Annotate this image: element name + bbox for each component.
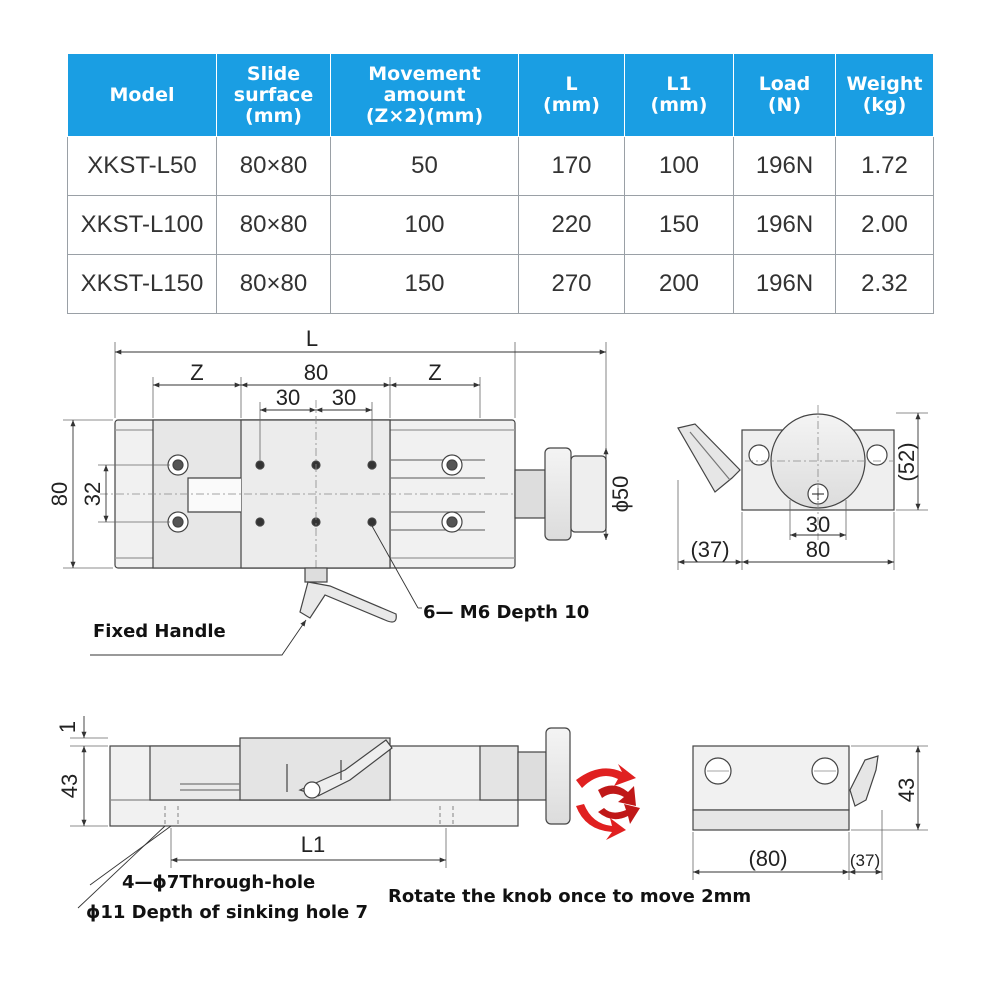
end-hole-right xyxy=(866,444,888,466)
dim-Z-left: Z xyxy=(190,360,203,385)
dim-Z-right: Z xyxy=(428,360,441,385)
fixed-handle-base xyxy=(304,567,328,583)
table-row: XKST-L100 80×80 100 220 150 196N 2.00 xyxy=(67,195,934,255)
counterbore-holes xyxy=(167,454,463,533)
cell-model: XKST-L50 xyxy=(67,136,217,196)
header-model: Model xyxy=(67,53,217,137)
dim-height-32: 32 xyxy=(80,482,105,506)
rotation-arrows xyxy=(576,764,640,840)
cell-weight: 1.72 xyxy=(835,136,934,196)
dim-30-b: 30 xyxy=(332,385,356,410)
dim-1: 1 xyxy=(55,721,80,733)
table-header-row: Model Slide surface (mm) Movement amount… xyxy=(67,53,934,137)
header-load: Load (N) xyxy=(733,53,836,137)
cell-slide-surface: 80×80 xyxy=(216,254,331,314)
cell-l1: 150 xyxy=(624,195,734,255)
cell-movement: 100 xyxy=(330,195,519,255)
end-hole-left xyxy=(748,444,770,466)
dim-height-80: 80 xyxy=(47,482,72,506)
dim-80-top: 80 xyxy=(304,360,328,385)
cell-l1: 200 xyxy=(624,254,734,314)
knob-hub xyxy=(570,455,607,533)
side-view-labels: 1 43 L1 4—ϕ7Through-hole ϕ11 Depth of si… xyxy=(55,721,751,923)
callout-m6-holes: 6— M6 Depth 10 xyxy=(423,602,589,623)
header-l: L (mm) xyxy=(518,53,625,137)
cell-l: 170 xyxy=(518,136,625,196)
front-base xyxy=(692,809,850,831)
dim-37-front: (37) xyxy=(850,851,880,870)
cell-load: 196N xyxy=(733,254,836,314)
front-view xyxy=(692,745,928,880)
cell-movement: 150 xyxy=(330,254,519,314)
cell-weight: 2.32 xyxy=(835,254,934,314)
table-row: XKST-L50 80×80 50 170 100 196N 1.72 xyxy=(67,136,934,196)
end-handle xyxy=(677,423,741,493)
header-weight: Weight (kg) xyxy=(835,53,934,137)
cell-load: 196N xyxy=(733,136,836,196)
dim-80-front: (80) xyxy=(748,846,787,871)
dim-30-end: 30 xyxy=(806,512,830,537)
dim-37-end: (37) xyxy=(690,537,729,562)
front-handle xyxy=(849,755,879,807)
cell-l: 270 xyxy=(518,254,625,314)
cell-l1: 100 xyxy=(624,136,734,196)
end-view-labels: (52) 30 80 (37) xyxy=(690,442,919,562)
knob-wheel xyxy=(544,447,572,541)
top-view xyxy=(63,342,609,656)
dim-30-a: 30 xyxy=(276,385,300,410)
cell-weight: 2.00 xyxy=(835,195,934,255)
dim-43-front: 43 xyxy=(894,778,919,802)
cell-model: XKST-L150 xyxy=(67,254,217,314)
header-movement: Movement amount (Z×2)(mm) xyxy=(330,53,519,137)
cell-l: 220 xyxy=(518,195,625,255)
cell-model: XKST-L100 xyxy=(67,195,217,255)
fixed-handle xyxy=(299,581,397,623)
spec-table: Model Slide surface (mm) Movement amount… xyxy=(67,53,934,314)
cell-load: 196N xyxy=(733,195,836,255)
dim-80-end: 80 xyxy=(806,537,830,562)
cell-slide-surface: 80×80 xyxy=(216,195,331,255)
end-view xyxy=(677,405,928,570)
dim-L: L xyxy=(306,326,318,351)
m6-holes xyxy=(255,460,377,527)
callout-through-hole: 4—ϕ7Through-hole xyxy=(122,872,315,893)
callout-sinking-hole: ϕ11 Depth of sinking hole 7 xyxy=(86,902,368,923)
knob-shaft xyxy=(514,469,546,519)
note-rotate-knob: Rotate the knob once to move 2mm xyxy=(388,886,751,907)
side-view xyxy=(70,716,571,909)
side-end-block xyxy=(479,745,519,801)
dim-phi50: ϕ50 xyxy=(608,476,633,513)
callout-fixed-handle: Fixed Handle xyxy=(93,621,226,642)
dim-L1: L1 xyxy=(301,832,325,857)
side-knob-shaft xyxy=(517,751,547,801)
side-pivot xyxy=(303,781,321,799)
front-view-labels: (80) (37) 43 xyxy=(748,778,919,871)
dim-43-side: 43 xyxy=(57,774,82,798)
table-row: XKST-L150 80×80 150 270 200 196N 2.32 xyxy=(67,254,934,314)
side-knob-wheel xyxy=(545,727,571,825)
top-view-labels: L Z 80 Z 30 30 80 32 ϕ50 6— M6 Depth 10 … xyxy=(47,326,633,642)
header-l1: L1 (mm) xyxy=(624,53,734,137)
dim-52: (52) xyxy=(894,442,919,481)
